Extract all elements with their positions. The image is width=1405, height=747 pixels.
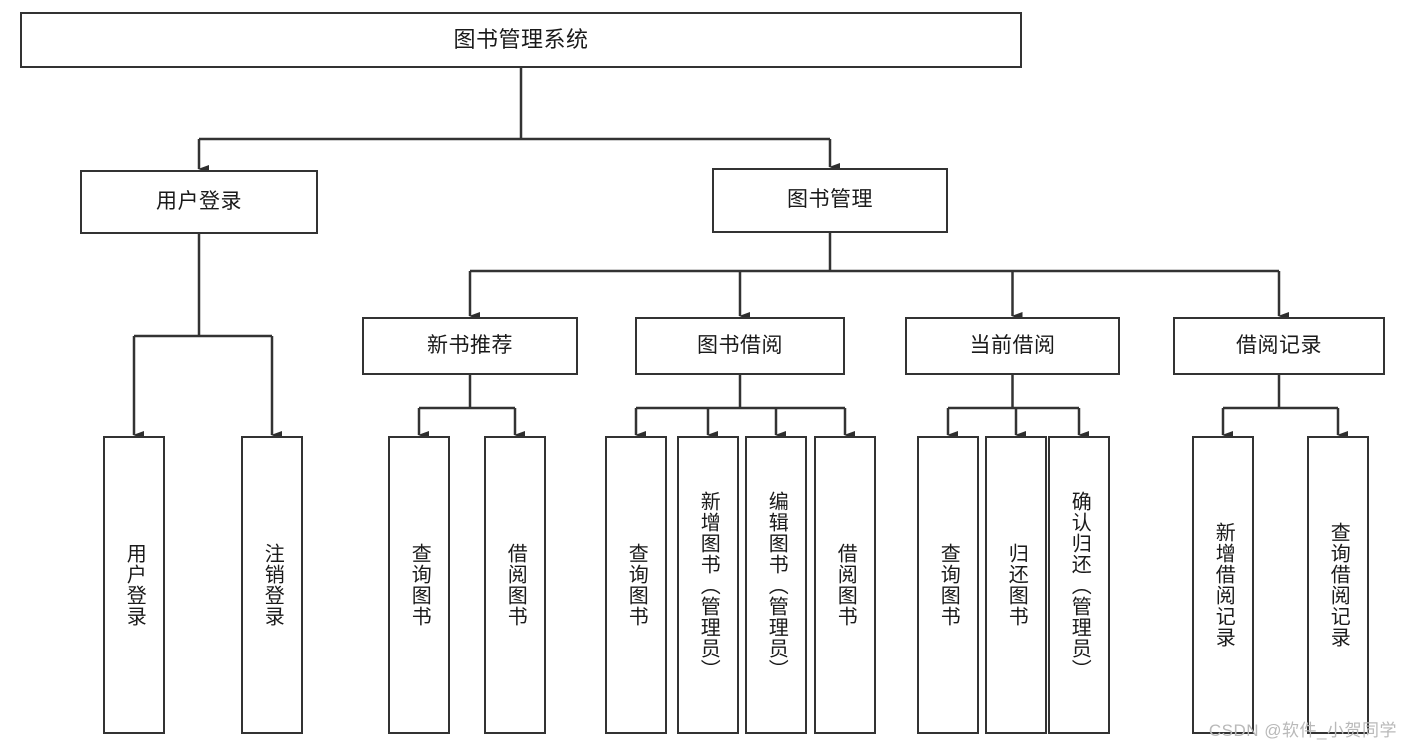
node-label: 用户登录: [123, 543, 146, 627]
node-label: 归还图书: [1005, 543, 1028, 627]
node-label: 查询借阅记录: [1327, 522, 1350, 648]
leaf-current-confirm-return-admin[interactable]: 确认归还（管理员）: [1048, 436, 1110, 734]
leaf-newbook-query-book[interactable]: 查询图书: [388, 436, 450, 734]
node-label: 新增图书（管理员）: [697, 490, 720, 680]
leaf-borrow-edit-book-admin[interactable]: 编辑图书（管理员）: [745, 436, 807, 734]
leaf-records-query-record[interactable]: 查询借阅记录: [1307, 436, 1369, 734]
node-label: 注销登录: [261, 543, 284, 627]
node-book-management[interactable]: 图书管理: [712, 168, 948, 233]
node-label: 新书推荐: [427, 333, 513, 357]
leaf-borrow-query-book[interactable]: 查询图书: [605, 436, 667, 734]
node-label: 借阅图书: [504, 543, 527, 627]
node-label: 编辑图书（管理员）: [765, 490, 788, 680]
node-borrow-records[interactable]: 借阅记录: [1173, 317, 1385, 375]
node-label: 借阅记录: [1236, 333, 1322, 357]
node-book-borrow[interactable]: 图书借阅: [635, 317, 845, 375]
node-label: 查询图书: [625, 543, 648, 627]
node-label: 新增借阅记录: [1212, 522, 1235, 648]
node-label: 确认归还（管理员）: [1068, 490, 1091, 680]
node-current-borrow[interactable]: 当前借阅: [905, 317, 1120, 375]
leaf-current-return-book[interactable]: 归还图书: [985, 436, 1047, 734]
node-label: 图书管理系统: [453, 27, 589, 53]
node-new-book-recommend[interactable]: 新书推荐: [362, 317, 578, 375]
node-label: 查询图书: [937, 543, 960, 627]
node-label: 图书借阅: [697, 333, 783, 357]
node-label: 用户登录: [156, 189, 242, 213]
leaf-user-login[interactable]: 用户登录: [103, 436, 165, 734]
node-user-login[interactable]: 用户登录: [80, 170, 318, 234]
node-root[interactable]: 图书管理系统: [20, 12, 1022, 68]
leaf-current-query-book[interactable]: 查询图书: [917, 436, 979, 734]
node-label: 借阅图书: [834, 543, 857, 627]
leaf-logout[interactable]: 注销登录: [241, 436, 303, 734]
leaf-borrow-lend-book[interactable]: 借阅图书: [814, 436, 876, 734]
leaf-records-add-record[interactable]: 新增借阅记录: [1192, 436, 1254, 734]
watermark: CSDN @软件_小贺同学: [1208, 721, 1397, 740]
leaf-newbook-borrow-book[interactable]: 借阅图书: [484, 436, 546, 734]
node-label: 图书管理: [787, 188, 873, 212]
node-label: 当前借阅: [969, 333, 1056, 357]
node-label: 查询图书: [408, 543, 431, 627]
leaf-borrow-add-book-admin[interactable]: 新增图书（管理员）: [677, 436, 739, 734]
